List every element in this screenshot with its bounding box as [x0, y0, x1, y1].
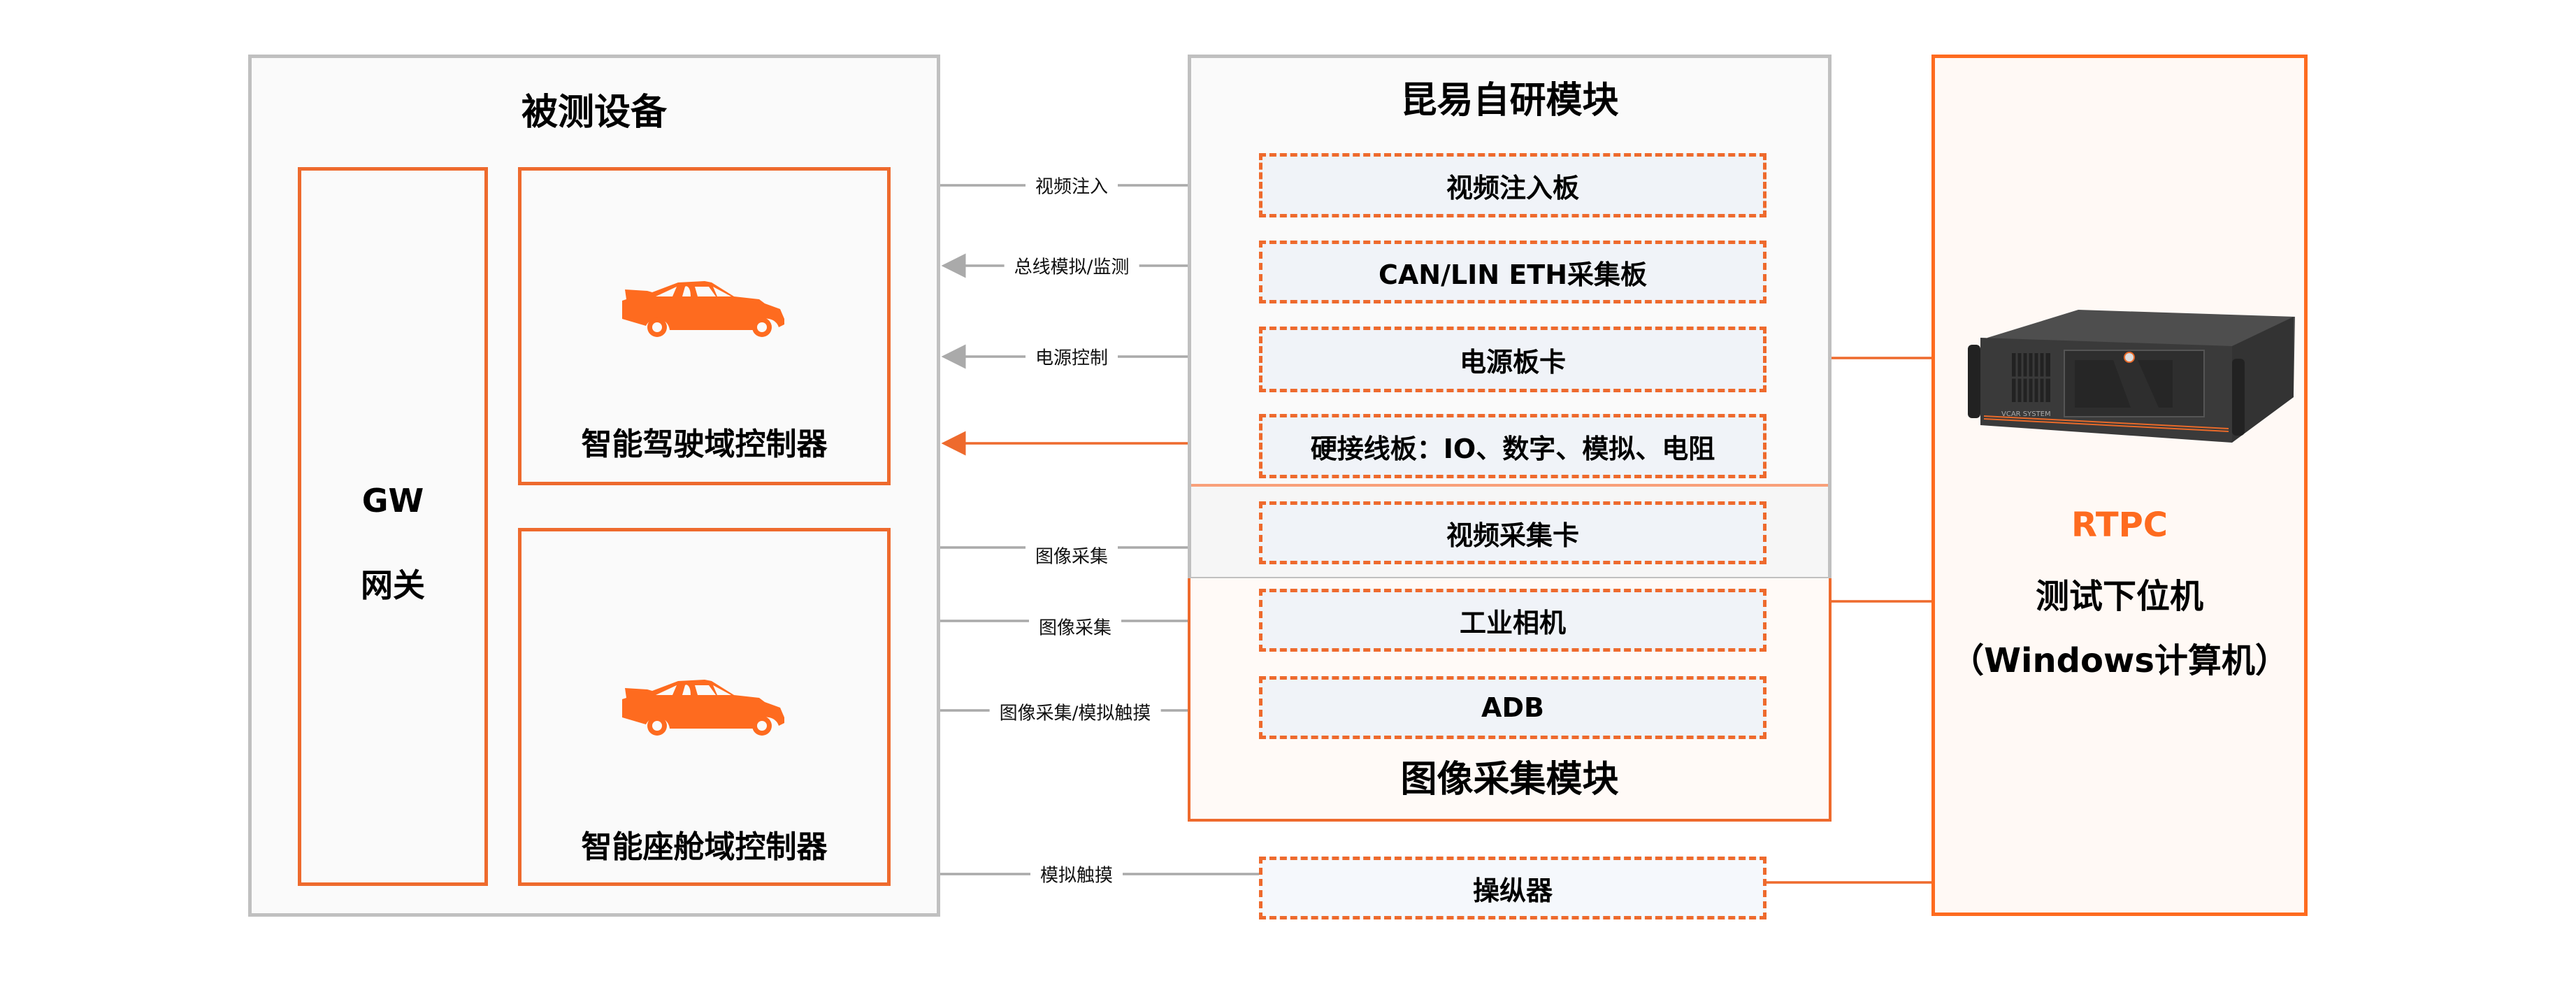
gateway-label-cn: 网关: [361, 566, 425, 604]
connector-label-video-injection: 视频注入: [1025, 172, 1118, 199]
board-hardwire[interactable]: 硬接线板：IO、数字、模拟、电阻: [1259, 414, 1766, 478]
device-brand: VCAR SYSTEM: [2001, 410, 2051, 418]
adas-controller-box[interactable]: 智能驾驶域控制器: [518, 167, 891, 485]
board-video-capture[interactable]: 视频采集卡: [1259, 501, 1766, 564]
rtpc-title: RTPC: [2071, 506, 2168, 545]
connector-label-bus-sim: 总线模拟/监测: [1004, 252, 1139, 279]
board-power[interactable]: 电源板卡: [1259, 327, 1766, 392]
board-can-lin-eth[interactable]: CAN/LIN ETH采集板: [1259, 241, 1766, 303]
board-video-injection[interactable]: 视频注入板: [1259, 153, 1766, 217]
gateway-label-en: GW: [361, 482, 424, 520]
adas-controller-label: 智能驾驶域控制器: [581, 427, 828, 462]
item-adb[interactable]: ADB: [1259, 676, 1766, 739]
cockpit-controller-box[interactable]: 智能座舱域控制器: [518, 528, 891, 886]
item-industrial-camera[interactable]: 工业相机: [1259, 589, 1766, 652]
gateway-box[interactable]: GW 网关: [298, 167, 488, 886]
industrial-pc-icon: VCAR SYSTEM: [1959, 296, 2295, 443]
image-module-title: 图像采集模块: [1400, 759, 1619, 801]
connector-label-sim-touch: 模拟触摸: [1030, 861, 1123, 887]
car-icon: [621, 678, 789, 738]
manipulator-box[interactable]: 操纵器: [1259, 857, 1766, 919]
connector-label-image-capture-1: 图像采集: [1025, 542, 1118, 568]
connector-label-image-capture-2: 图像采集: [1028, 613, 1122, 640]
rtpc-panel[interactable]: VCAR SYSTEM RTPC 测试下位机 （Windows计算机）: [1931, 55, 2308, 916]
car-icon: [621, 280, 789, 340]
connector-label-image-touch: 图像采集/模拟触摸: [989, 699, 1161, 725]
kunyi-module-title: 昆易自研模块: [1400, 80, 1619, 122]
rtpc-note: （Windows计算机）: [1950, 641, 2289, 680]
dut-title: 被测设备: [521, 92, 667, 134]
cockpit-controller-label: 智能座舱域控制器: [581, 829, 828, 865]
rtpc-subtitle: 测试下位机: [2035, 577, 2203, 616]
connector-label-power-control: 电源控制: [1025, 343, 1118, 370]
